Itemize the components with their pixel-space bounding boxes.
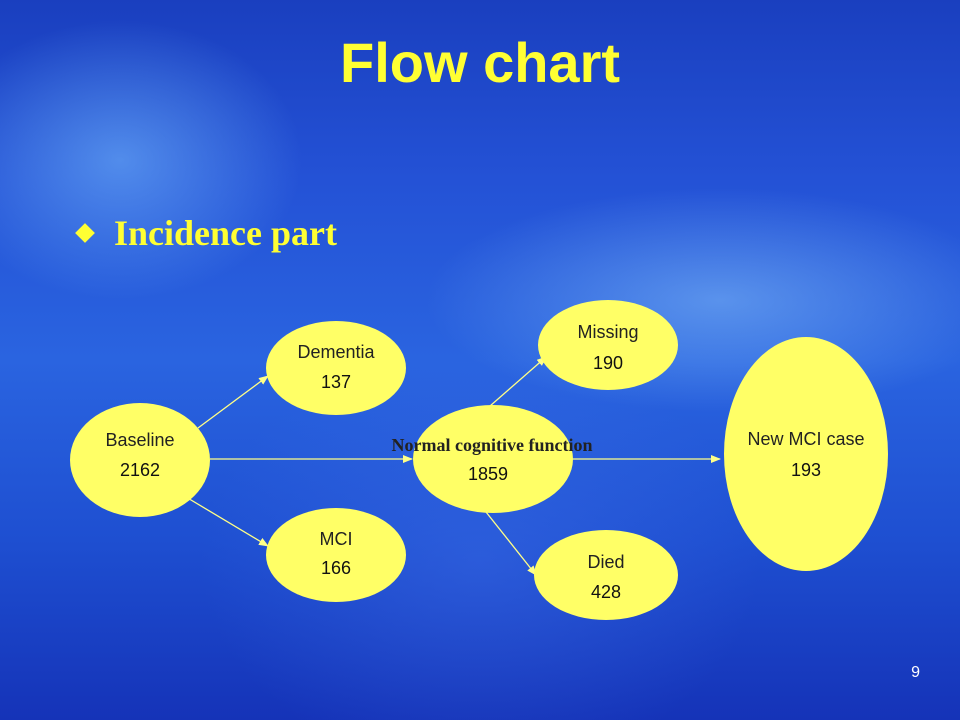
node-missing-label: Missing [577,322,638,342]
node-dementia-value: 137 [321,372,351,392]
node-died-value: 428 [591,582,621,602]
node-mci-label: MCI [320,529,353,549]
node-mci: MCI 166 [266,508,406,602]
arrow-baseline-dementia [197,375,269,429]
node-missing: Missing 190 [538,300,678,390]
node-died: Died 428 [534,530,678,620]
bullet-text: Incidence part [114,213,337,253]
node-mci-value: 166 [321,558,351,578]
node-normal-value: 1859 [468,464,508,484]
node-baseline: Baseline 2162 [70,403,210,517]
slide-title: Flow chart [339,31,621,94]
node-new-mci-label: New MCI case [747,429,864,449]
node-dementia: Dementia 137 [266,321,406,415]
node-dementia-label: Dementia [297,342,375,362]
node-baseline-label: Baseline [105,430,174,450]
node-missing-value: 190 [593,353,623,373]
bullet-item: Incidence part [72,212,337,254]
node-died-label: Died [587,552,624,572]
node-baseline-value: 2162 [120,460,160,480]
arrow-baseline-mci [185,496,269,547]
arrow-normal-missing [489,356,547,407]
arrow-normal-died [485,511,537,576]
node-new-mci-value: 193 [791,460,821,480]
node-normal-label: Normal cognitive function [392,435,593,455]
node-normal-cognitive-function: Normal cognitive function 1859 [392,405,593,513]
page-number: 9 [911,664,920,681]
node-new-mci-case: New MCI case 193 [724,337,888,571]
